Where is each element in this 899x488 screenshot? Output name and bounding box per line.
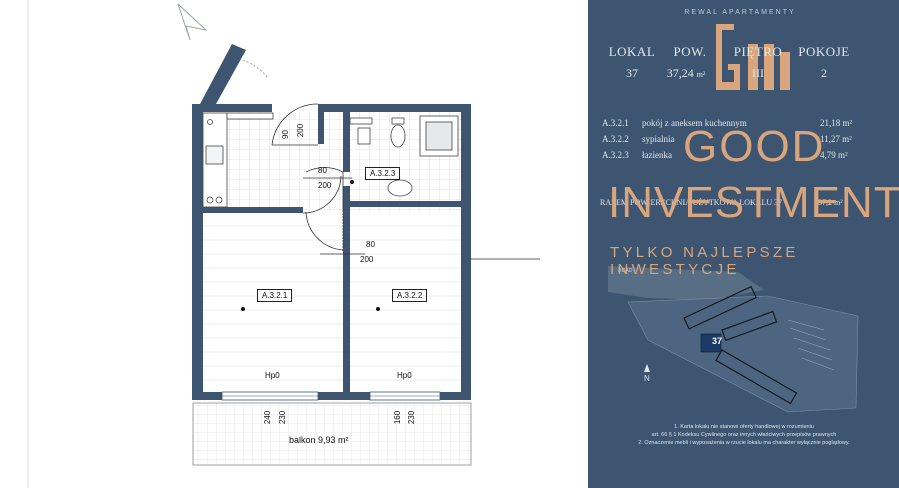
dim-bath-door-width: 80 [318, 166, 327, 175]
room-name-3: łazienka [642, 150, 672, 160]
room-area-1: 21,18 m² [820, 118, 853, 128]
value-lokal: 37 [626, 66, 638, 80]
dimension-lines [303, 177, 540, 260]
room-code-1: A.3.2.1 [602, 118, 629, 128]
room-label-a323: A.3.2.3 [365, 167, 401, 180]
note-line-3: 2. Oznaczenie mebli i wyposażenia w rzuc… [638, 440, 850, 446]
map-north-icon [644, 364, 650, 372]
disclaimer-notes: 1. Karta lokalu nie stanowi oferty handl… [594, 423, 894, 447]
walls [192, 44, 471, 400]
brand-name: REWAL APARTAMENTY [684, 9, 796, 16]
value-pow-number: 37,24 [666, 66, 694, 80]
note-line-1: 1. Karta lokalu nie stanowi oferty handl… [674, 424, 814, 430]
watermark-investment: INVESTMENT [608, 178, 899, 227]
bedroom-floor [350, 213, 461, 392]
value-pokoje: 2 [821, 66, 827, 80]
dim-bath-door-height: 200 [318, 181, 332, 190]
dim-bed-door-width: 80 [366, 240, 375, 249]
total-label: RAZEM POWIERZCHNIA UŻYTKOWA LOKALU [600, 198, 773, 207]
value-pietro: III [752, 66, 764, 80]
header-pietro: PIĘTRO [733, 44, 783, 59]
floor-plan [27, 0, 540, 488]
map-unit-badge: 37 [712, 336, 723, 346]
door-swings [271, 103, 344, 252]
living-room-floor [203, 213, 343, 392]
room-area-3: 4,79 m² [820, 150, 848, 160]
room-area-2: 11,27 m² [820, 134, 852, 144]
room-label-a321: A.3.2.1 [257, 289, 293, 302]
note-line-2: art. 66 § 1 Kodeksu Cywilnego oraz innyc… [651, 432, 837, 438]
room-name-2: sypialnia [642, 134, 675, 144]
value-pow: 37,24 m² [656, 66, 716, 81]
gii-logo-icon [716, 24, 790, 90]
map-road-label: ROAD [618, 268, 633, 274]
room-code-3: A.3.2.3 [602, 150, 629, 160]
total-area: 37,2 m² [818, 198, 843, 207]
north-arrow-icon [177, 3, 208, 41]
room-marker-a323 [350, 180, 354, 184]
dim-bed-door-height: 200 [360, 255, 374, 264]
watermark-good: GOOD [683, 122, 826, 171]
info-panel: REWAL APARTAMENTY LOKAL POW. PIĘTRO POKO… [588, 0, 899, 488]
room-code-2: A.3.2.2 [602, 134, 629, 144]
entry-swing-line [234, 57, 269, 79]
value-pow-unit: m² [696, 70, 706, 79]
room-label-a322: A.3.2.2 [392, 289, 428, 302]
header-lokal: LOKAL [608, 44, 656, 59]
dim-win2-width: 230 [407, 410, 417, 425]
window-label-living: Hp0 [265, 371, 280, 380]
dim-win2-height: 160 [393, 410, 403, 425]
watermark-tagline: TYLKO NAJLEPSZE INWESTYCJE [610, 244, 799, 278]
header-pokoje: POKOJE [798, 44, 850, 59]
total-lokal: 37 [774, 198, 782, 207]
room-name-1: pokój z aneksem kuchennym [642, 118, 747, 128]
map-north-label: N [644, 374, 650, 383]
floorboards [203, 225, 461, 381]
bathroom-fixtures [349, 115, 459, 197]
kitchen-counter [202, 112, 274, 208]
header-pow: POW. [673, 44, 707, 59]
balcony-deck [192, 402, 472, 466]
window-label-bedroom: Hp0 [397, 371, 412, 380]
dim-win1-height: 240 [263, 410, 273, 425]
panel-graphics [608, 24, 859, 413]
site-map [608, 266, 859, 413]
balcony-label: balkon 9,93 m² [289, 435, 349, 445]
dim-entry-height: 200 [296, 123, 306, 138]
room-marker-a322 [376, 307, 380, 311]
room-marker-a321 [241, 307, 245, 311]
dim-win1-width: 230 [278, 410, 288, 425]
dim-entry-width: 90 [280, 130, 290, 139]
